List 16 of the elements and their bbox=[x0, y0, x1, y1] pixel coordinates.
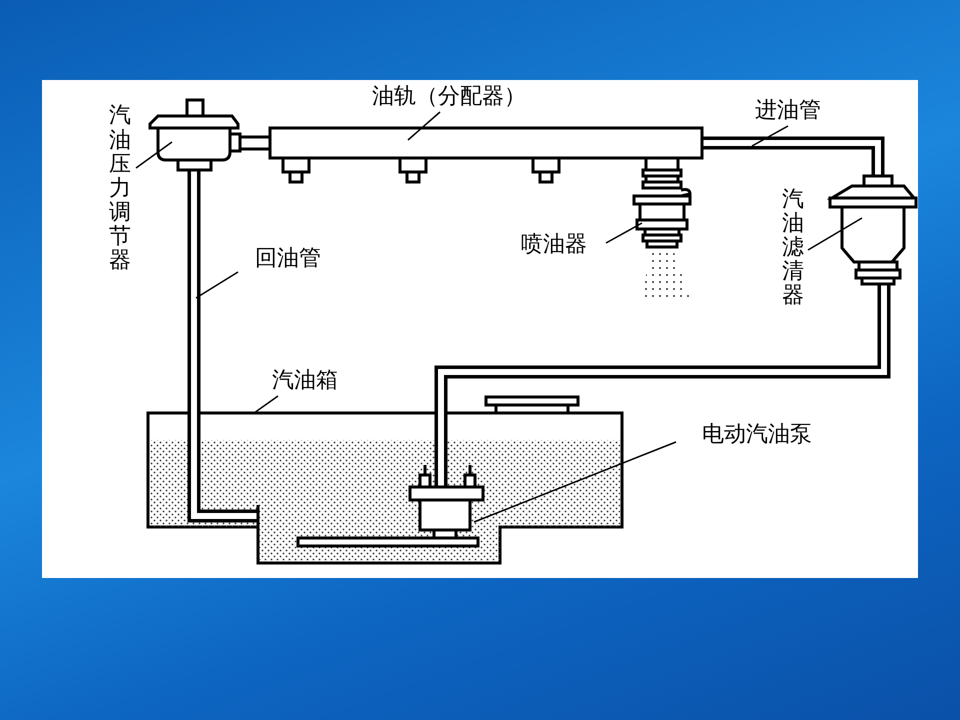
leader-line bbox=[408, 111, 440, 141]
leader-line bbox=[752, 125, 788, 147]
part-label: 油轨（分配器） bbox=[334, 82, 564, 112]
part-label: 喷油器 bbox=[502, 230, 606, 260]
part-label: 进油管 bbox=[736, 96, 840, 126]
part-label: 汽油滤清器 bbox=[778, 188, 808, 308]
leader-line bbox=[808, 217, 862, 251]
leader-line bbox=[136, 141, 172, 169]
part-label: 汽油箱 bbox=[255, 366, 355, 396]
part-label: 汽油压力调节器 bbox=[105, 106, 135, 272]
leader-line bbox=[196, 271, 238, 299]
part-label: 回油管 bbox=[238, 244, 338, 274]
leader-line bbox=[606, 222, 642, 244]
leader-line bbox=[474, 441, 676, 523]
leader-line bbox=[254, 395, 278, 414]
part-label: 电动汽油泵 bbox=[676, 420, 838, 450]
